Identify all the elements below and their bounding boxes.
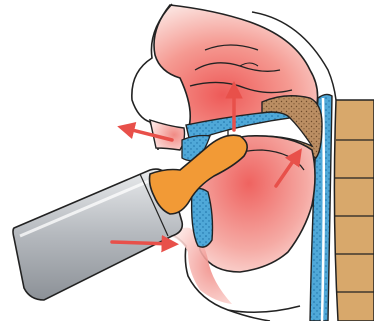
arrow-into-mouth (112, 242, 172, 244)
lower-gum (192, 188, 213, 247)
vertebral-column (334, 100, 374, 321)
